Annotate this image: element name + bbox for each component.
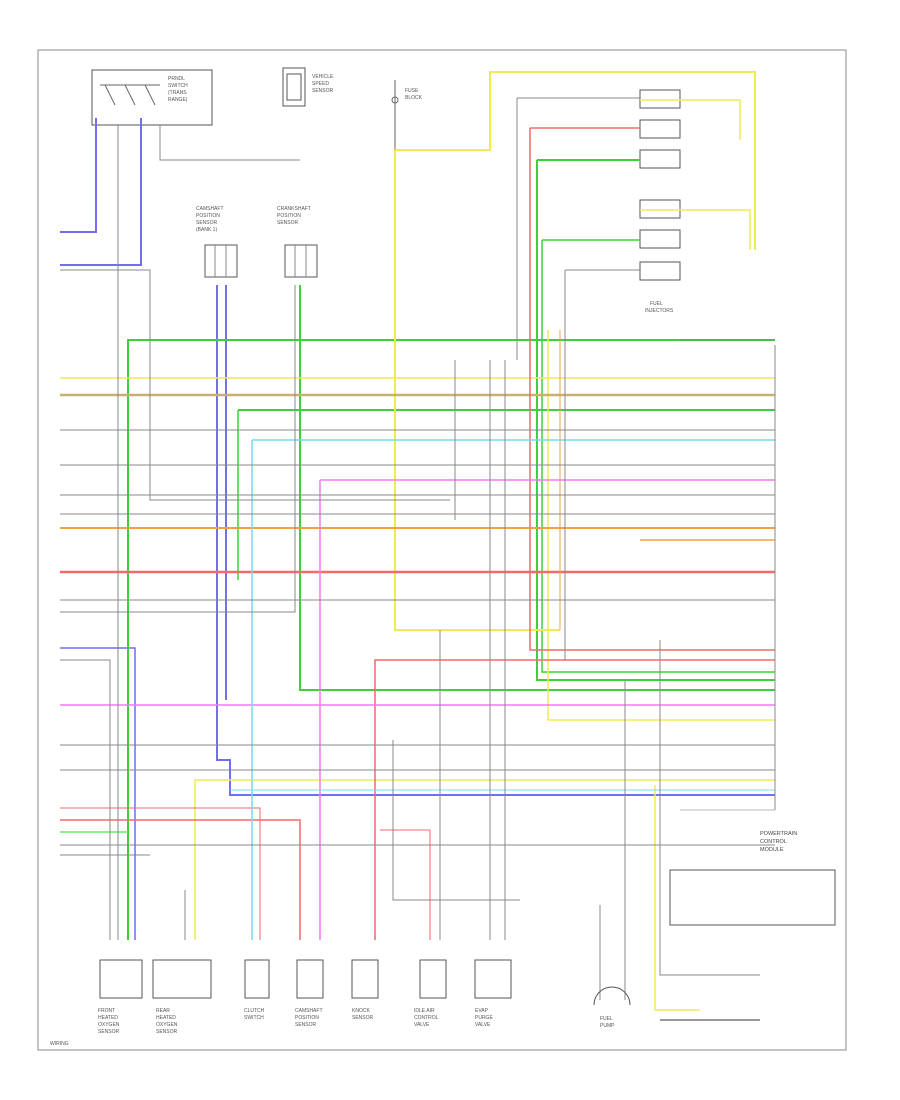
label-text: SENSOR: [295, 1022, 317, 1028]
corner-label: WIRING: [50, 1041, 69, 1047]
diagram-frame: [37, 49, 847, 1051]
bottom-components: FRONT HEATED OXYGEN SENSOR REAR HEATED O…: [98, 959, 631, 1035]
crankshaft-position-sensor: CRANKSHAFT POSITION SENSOR: [277, 206, 318, 278]
label-text: IDLE AIR: [414, 1008, 435, 1014]
label-text: SENSOR: [156, 1029, 178, 1035]
label-text: POSITION: [295, 1015, 319, 1021]
label-text: CLUTCH: [244, 1008, 265, 1014]
label-text: SWITCH: [244, 1015, 264, 1021]
label-text: HEATED: [156, 1015, 176, 1021]
label-text: REAR: [156, 1008, 170, 1014]
vehicle-speed-sensor: VEHICLE SPEED SENSOR: [282, 67, 334, 107]
label-text: HEATED: [98, 1015, 118, 1021]
label-text: FUSE: [405, 88, 419, 94]
wires: [60, 71, 776, 1021]
label-text: SENSOR: [352, 1015, 374, 1021]
fuse-block: FUSE BLOCK: [391, 80, 423, 150]
label-text: (TRANS: [168, 90, 187, 96]
label-text: FUEL: [650, 301, 663, 307]
idle-air-control-valve: IDLE AIR CONTROL VALVE: [414, 959, 447, 1028]
camshaft-sensor-bank1: CAMSHAFT POSITION SENSOR (BANK 1): [196, 206, 238, 278]
label-text: VALVE: [414, 1022, 430, 1028]
label-text: POWERTRAIN: [760, 831, 797, 837]
rear-oxygen-sensor: REAR HEATED OXYGEN SENSOR: [152, 959, 212, 1035]
label-text: OXYGEN: [98, 1022, 120, 1028]
label-text: SENSOR: [98, 1029, 120, 1035]
label-text: CRANKSHAFT: [277, 206, 311, 212]
front-oxygen-sensor: FRONT HEATED OXYGEN SENSOR: [98, 959, 143, 1035]
knock-sensor: KNOCK SENSOR: [351, 959, 379, 1021]
label-text: VALVE: [475, 1022, 491, 1028]
relay-box: [669, 869, 836, 926]
label-text: POSITION: [196, 213, 220, 219]
label-text: MODULE: [760, 847, 784, 853]
label-text: POSITION: [277, 213, 301, 219]
camshaft-position-sensor: CAMSHAFT POSITION SENSOR: [295, 959, 324, 1028]
label-text: SWITCH: [168, 83, 188, 89]
label-text: EVAP: [475, 1008, 489, 1014]
label-text: CONTROL: [414, 1015, 439, 1021]
label-text: KNOCK: [352, 1008, 370, 1014]
label-text: OXYGEN: [156, 1022, 178, 1028]
label-text: FUEL: [600, 1016, 613, 1022]
label-text: CAMSHAFT: [295, 1008, 323, 1014]
label-text: (BANK 1): [196, 227, 217, 233]
label-text: BLOCK: [405, 95, 423, 101]
prndl-switch: PRNDL SWITCH (TRANS RANGE): [91, 69, 213, 126]
pcm-label: POWERTRAIN CONTROL MODULE: [760, 831, 797, 853]
label-text: PURGE: [475, 1015, 493, 1021]
label-text: PUMP: [600, 1023, 615, 1029]
label-text: VEHICLE: [312, 74, 334, 80]
label-text: CONTROL: [760, 839, 787, 845]
fuel-injectors: FUEL INJECTORS: [639, 89, 681, 314]
label-text: SENSOR: [196, 220, 218, 226]
label-text: CAMSHAFT: [196, 206, 224, 212]
label-text: INJECTORS: [645, 308, 674, 314]
label-text: PRNDL: [168, 76, 185, 82]
evap-purge-valve: EVAP PURGE VALVE: [474, 959, 512, 1028]
label-text: FRONT: [98, 1008, 115, 1014]
label-text: RANGE): [168, 97, 188, 103]
pcm-connector: [680, 339, 775, 811]
fuel-pump: FUEL PUMP: [593, 986, 631, 1029]
label-text: SENSOR: [312, 88, 334, 94]
label-text: SENSOR: [277, 220, 299, 226]
clutch-switch: CLUTCH SWITCH: [244, 959, 270, 1021]
label-text: SPEED: [312, 81, 329, 87]
